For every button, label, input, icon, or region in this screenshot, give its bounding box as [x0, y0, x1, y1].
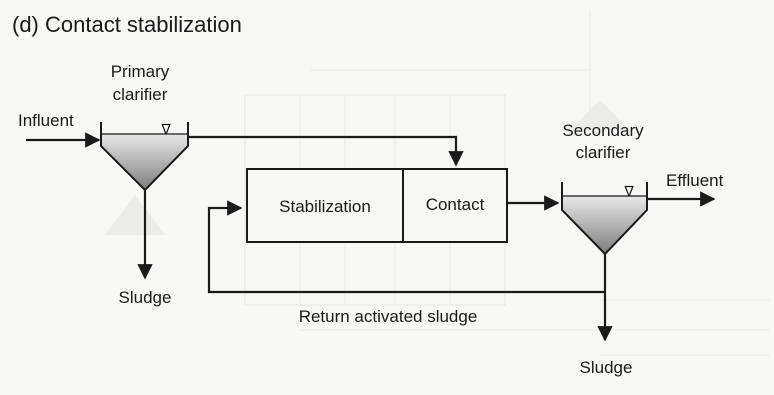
stabilization-label: Stabilization [279, 197, 371, 216]
diagram-title: (d) Contact stabilization [12, 12, 242, 37]
bleed-through-background [105, 10, 770, 356]
influent-label: Influent [18, 111, 74, 130]
contact-label: Contact [426, 195, 485, 214]
water-level-icon: ∇ [160, 121, 171, 137]
contact-tank [402, 168, 508, 243]
return-activated-sludge-line [207, 200, 605, 294]
primary-effluent-line [188, 135, 464, 167]
primary-sludge-label: Sludge [119, 288, 172, 307]
secondary-clarifier: ∇ [561, 182, 648, 256]
primary-clarifier-label-line1: Primary [111, 62, 170, 81]
secondary-clarifier-label-line2: clarifier [576, 143, 631, 162]
return-activated-sludge-label: Return activated sludge [299, 307, 478, 326]
primary-clarifier: ∇ [100, 121, 189, 192]
secondary-sludge-label: Sludge [580, 358, 633, 377]
effluent-label: Effluent [666, 171, 724, 190]
water-level-icon-secondary: ∇ [623, 183, 634, 199]
secondary-clarifier-label-line1: Secondary [562, 121, 644, 140]
primary-clarifier-label-line2: clarifier [113, 85, 168, 104]
stabilization-tank [246, 168, 404, 243]
